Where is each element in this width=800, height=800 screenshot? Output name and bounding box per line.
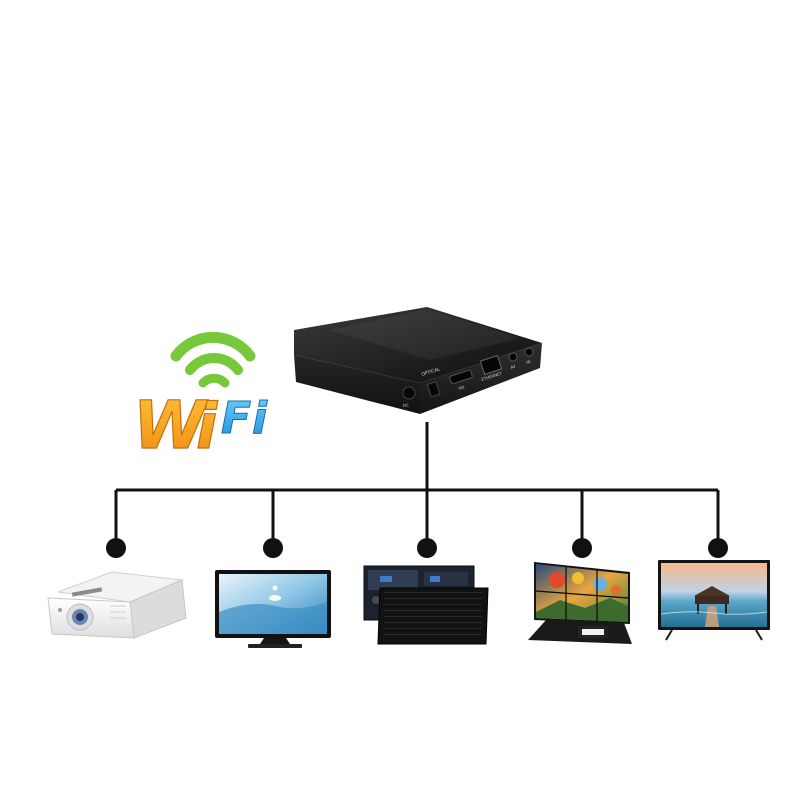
wifi-letter-i-blue: i [252, 393, 268, 444]
box-ports [402, 347, 534, 400]
media-player-box: DC OPTICAL HD ETHERNET AV IR [294, 307, 542, 414]
hdmi-port-icon [449, 369, 473, 385]
dc-port-icon [402, 386, 416, 400]
box-top-face [294, 307, 542, 383]
wifi-letter-i-orange: i [196, 390, 218, 463]
port-label-hdmi: HD [458, 384, 465, 391]
projector-icon [47, 571, 187, 639]
node-projector [106, 538, 126, 558]
port-label-optical: OPTICAL [421, 366, 441, 378]
ethernet-port-icon [479, 354, 503, 376]
wifi-letter-w: W [133, 387, 209, 464]
port-label-ir: IR [526, 359, 532, 365]
connection-nodes [106, 538, 728, 558]
av-port-icon [508, 352, 518, 362]
led-panel-icon [363, 565, 489, 645]
box-front-face [294, 355, 420, 414]
optical-port-icon [426, 381, 441, 398]
video-wall-icon [528, 562, 632, 644]
wifi-logo: W i F i [132, 331, 269, 465]
node-video-wall [572, 538, 592, 558]
smart-tv-icon [658, 560, 770, 641]
node-led-panel [417, 538, 437, 558]
wifi-signal-icon [170, 331, 256, 388]
port-label-dc: DC [403, 403, 409, 408]
port-label-ethernet: ETHERNET [481, 370, 503, 381]
lcd-monitor-icon [215, 570, 331, 648]
wifi-letter-f: F [221, 393, 251, 444]
node-tv [708, 538, 728, 558]
ir-port-icon [524, 347, 534, 357]
node-monitor [263, 538, 283, 558]
port-label-av: AV [510, 364, 517, 370]
